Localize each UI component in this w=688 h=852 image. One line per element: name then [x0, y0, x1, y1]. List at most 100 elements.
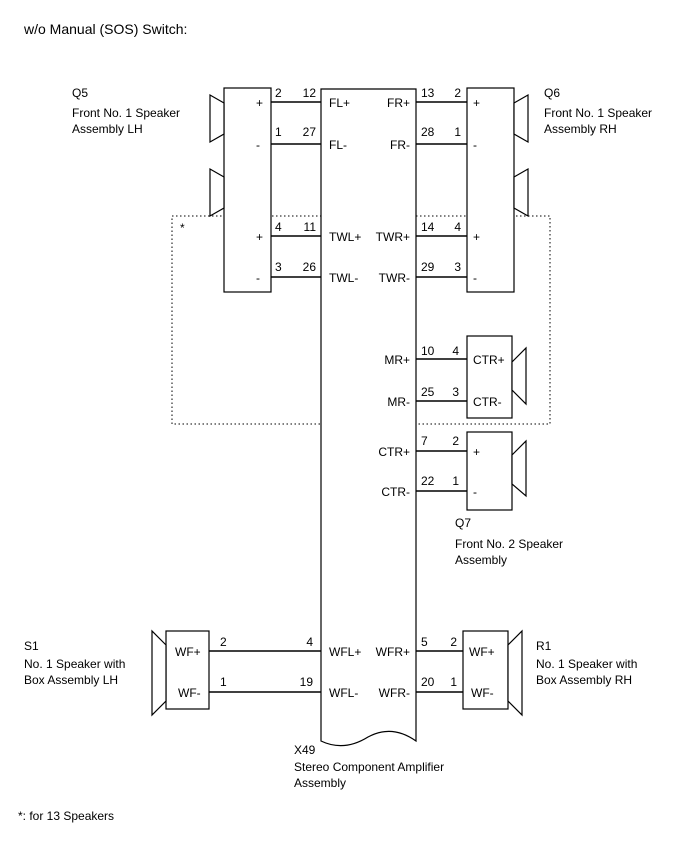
q5-pin-1: 2 [275, 86, 282, 100]
q5-amp-pin-3: 11 [304, 220, 317, 234]
q6-terminal-4: - [473, 271, 477, 285]
amp-terminal-fl-minus: FL- [329, 138, 347, 152]
q6-amp-pin-2: 28 [421, 125, 435, 139]
q6-amp-pin-3: 14 [421, 220, 435, 234]
amplifier-body [320, 88, 417, 747]
q7-name-line1: Front No. 2 Speaker [455, 537, 563, 551]
amp-terminal-ctr-plus: CTR+ [378, 445, 410, 459]
q5-terminal-1: + [256, 96, 263, 110]
q5-code: Q5 [72, 86, 88, 100]
q5-name-line1: Front No. 1 Speaker [72, 106, 180, 120]
q6-speaker-icon [513, 93, 529, 144]
optional-region-marker: * [180, 221, 185, 235]
amp-terminal-twr-plus: TWR+ [376, 230, 410, 244]
center-terminal-1: CTR+ [473, 353, 505, 367]
amp-terminal-ctr-minus: CTR- [381, 485, 410, 499]
center-amp-pin-1: 10 [421, 344, 435, 358]
amp-terminal-mr-minus: MR- [387, 395, 410, 409]
q5-terminal-3: + [256, 230, 263, 244]
q6-terminal-3: + [473, 230, 480, 244]
s1-speaker-icon [151, 629, 167, 717]
s1-pin-1: 2 [220, 635, 227, 649]
q7-code: Q7 [455, 516, 471, 530]
q7-connector-box [466, 431, 513, 511]
amp-terminal-mr-plus: MR+ [384, 353, 410, 367]
q6-name-line1: Front No. 1 Speaker [544, 106, 652, 120]
r1-pin-2: 1 [450, 675, 457, 689]
r1-terminal-1: WF+ [469, 645, 495, 659]
q6-name-line2: Assembly RH [544, 122, 617, 136]
q5-terminal-2: - [256, 138, 260, 152]
amp-terminal-wfr-minus: WFR- [379, 686, 410, 700]
s1-terminal-1: WF+ [175, 645, 201, 659]
r1-connector-box [462, 630, 509, 710]
amp-terminal-twl-minus: TWL- [329, 271, 358, 285]
q7-pin-2: 1 [452, 474, 459, 488]
s1-terminal-2: WF- [178, 686, 201, 700]
amp-terminal-twl-plus: TWL+ [329, 230, 361, 244]
q6-tweeter-icon [513, 167, 529, 218]
s1-connector-box [165, 630, 210, 710]
q5-pin-2: 1 [275, 125, 282, 139]
q7-speaker-icon [511, 439, 527, 498]
q5-speaker-icon [209, 93, 225, 144]
q5-amp-pin-1: 12 [303, 86, 317, 100]
q7-name-line2: Assembly [455, 553, 507, 567]
q7-terminal-2: - [473, 485, 477, 499]
amplifier-name-line2: Assembly [294, 776, 346, 790]
center-terminal-2: CTR- [473, 395, 502, 409]
q6-code: Q6 [544, 86, 560, 100]
q6-terminal-1: + [473, 96, 480, 110]
r1-name-line2: Box Assembly RH [536, 673, 632, 687]
amp-terminal-fr-minus: FR- [390, 138, 410, 152]
s1-name-line1: No. 1 Speaker with [24, 657, 125, 671]
amp-terminal-fr-plus: FR+ [387, 96, 410, 110]
s1-amp-pin-2: 19 [300, 675, 314, 689]
wires [209, 101, 467, 693]
center-amp-pin-2: 25 [421, 385, 435, 399]
amp-terminal-wfr-plus: WFR+ [376, 645, 410, 659]
r1-code: R1 [536, 639, 552, 653]
s1-amp-pin-1: 4 [306, 635, 313, 649]
center-pin-2: 3 [452, 385, 459, 399]
q5-amp-pin-2: 27 [303, 125, 317, 139]
r1-pin-1: 2 [450, 635, 457, 649]
q5-amp-pin-4: 26 [303, 260, 317, 274]
r1-amp-pin-1: 5 [421, 635, 428, 649]
amp-terminal-twr-minus: TWR- [379, 271, 410, 285]
q6-pin-1: 2 [454, 86, 461, 100]
q7-amp-pin-2: 22 [421, 474, 435, 488]
s1-code: S1 [24, 639, 39, 653]
center-speaker-icon [511, 346, 527, 406]
r1-name-line1: No. 1 Speaker with [536, 657, 637, 671]
page-title: w/o Manual (SOS) Switch: [23, 21, 187, 37]
q5-name-line2: Assembly LH [72, 122, 143, 136]
amplifier-name-line1: Stereo Component Amplifier [294, 760, 444, 774]
amp-terminal-fl-plus: FL+ [329, 96, 350, 110]
center-pin-1: 4 [452, 344, 459, 358]
q6-terminal-2: - [473, 138, 477, 152]
s1-name-line2: Box Assembly LH [24, 673, 118, 687]
s1-pin-2: 1 [220, 675, 227, 689]
q5-pin-4: 3 [275, 260, 282, 274]
amp-terminal-wfl-minus: WFL- [329, 686, 358, 700]
q6-pin-3: 4 [454, 220, 461, 234]
q7-terminal-1: + [473, 445, 480, 459]
q5-terminal-4: - [256, 271, 260, 285]
q7-pin-1: 2 [452, 434, 459, 448]
r1-amp-pin-2: 20 [421, 675, 435, 689]
r1-speaker-icon [507, 629, 523, 717]
q6-connector-box [466, 87, 515, 293]
q7-amp-pin-1: 7 [421, 434, 428, 448]
footnote: *: for 13 Speakers [18, 809, 114, 823]
q5-connector-box [223, 87, 272, 293]
q6-pin-4: 3 [454, 260, 461, 274]
q6-amp-pin-4: 29 [421, 260, 435, 274]
q6-amp-pin-1: 13 [421, 86, 435, 100]
q5-tweeter-icon [209, 167, 225, 218]
amp-terminal-wfl-plus: WFL+ [329, 645, 361, 659]
q6-pin-2: 1 [454, 125, 461, 139]
q5-pin-3: 4 [275, 220, 282, 234]
amplifier-code: X49 [294, 743, 316, 757]
